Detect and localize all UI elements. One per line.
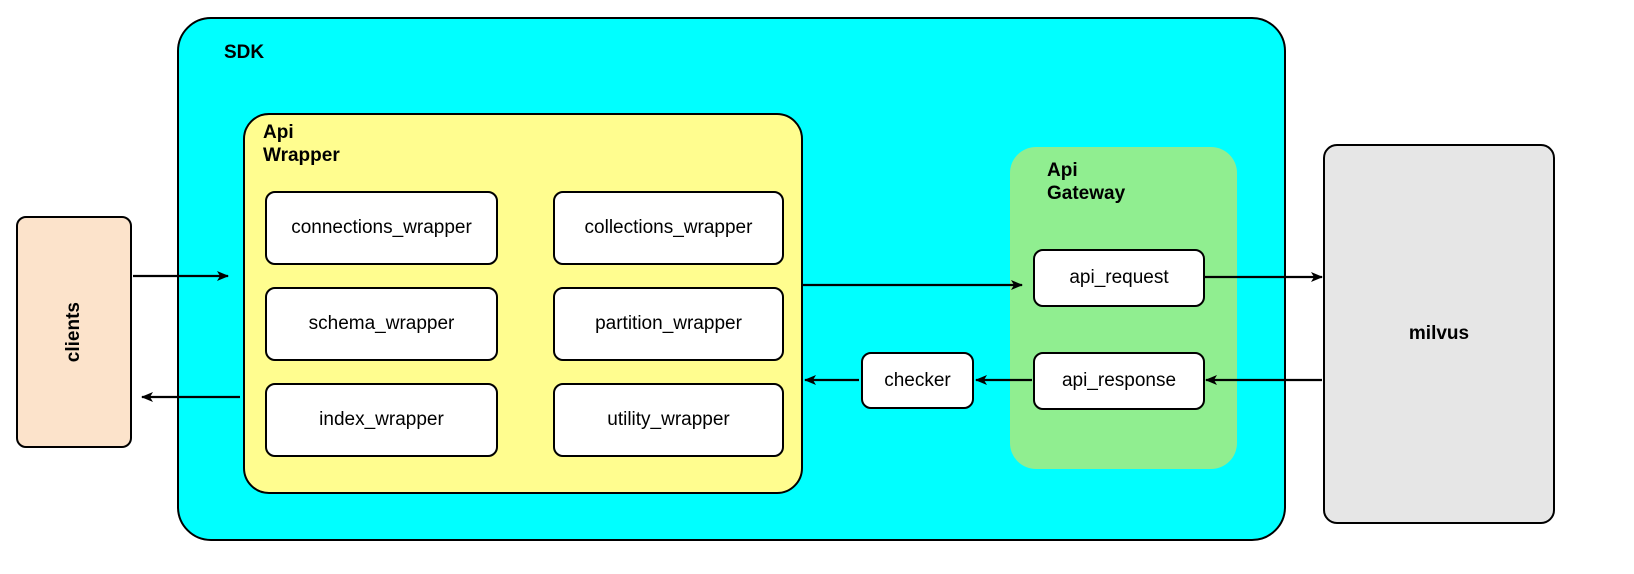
module-schema-wrapper[interactable]: schema_wrapper xyxy=(265,287,498,361)
api-wrapper-container-label: Api Wrapper xyxy=(263,122,340,167)
milvus-node[interactable]: milvus xyxy=(1323,144,1555,524)
module-index-wrapper-label: index_wrapper xyxy=(319,409,444,430)
module-utility-wrapper-label: utility_wrapper xyxy=(607,409,730,430)
api-gateway-container[interactable]: Api Gateway xyxy=(1010,147,1237,469)
clients-node-label: clients xyxy=(63,301,84,363)
api-response-node[interactable]: api_response xyxy=(1033,352,1205,410)
milvus-node-label: milvus xyxy=(1408,323,1470,344)
api-request-node-label: api_request xyxy=(1069,267,1169,288)
clients-node[interactable]: clients xyxy=(16,216,132,448)
module-connections-wrapper-label: connections_wrapper xyxy=(291,217,472,238)
module-index-wrapper[interactable]: index_wrapper xyxy=(265,383,498,457)
sdk-container-label: SDK xyxy=(224,42,265,63)
checker-node[interactable]: checker xyxy=(861,352,974,409)
checker-node-label: checker xyxy=(884,369,951,391)
module-collections-wrapper-label: collections_wrapper xyxy=(584,217,753,238)
module-collections-wrapper[interactable]: collections_wrapper xyxy=(553,191,784,265)
api-gateway-container-label: Api Gateway xyxy=(1047,160,1126,205)
module-utility-wrapper[interactable]: utility_wrapper xyxy=(553,383,784,457)
api-request-node[interactable]: api_request xyxy=(1033,249,1205,307)
module-schema-wrapper-label: schema_wrapper xyxy=(308,313,455,334)
module-partition-wrapper[interactable]: partition_wrapper xyxy=(553,287,784,361)
module-partition-wrapper-label: partition_wrapper xyxy=(595,313,742,334)
module-connections-wrapper[interactable]: connections_wrapper xyxy=(265,191,498,265)
api-response-node-label: api_response xyxy=(1061,370,1177,391)
